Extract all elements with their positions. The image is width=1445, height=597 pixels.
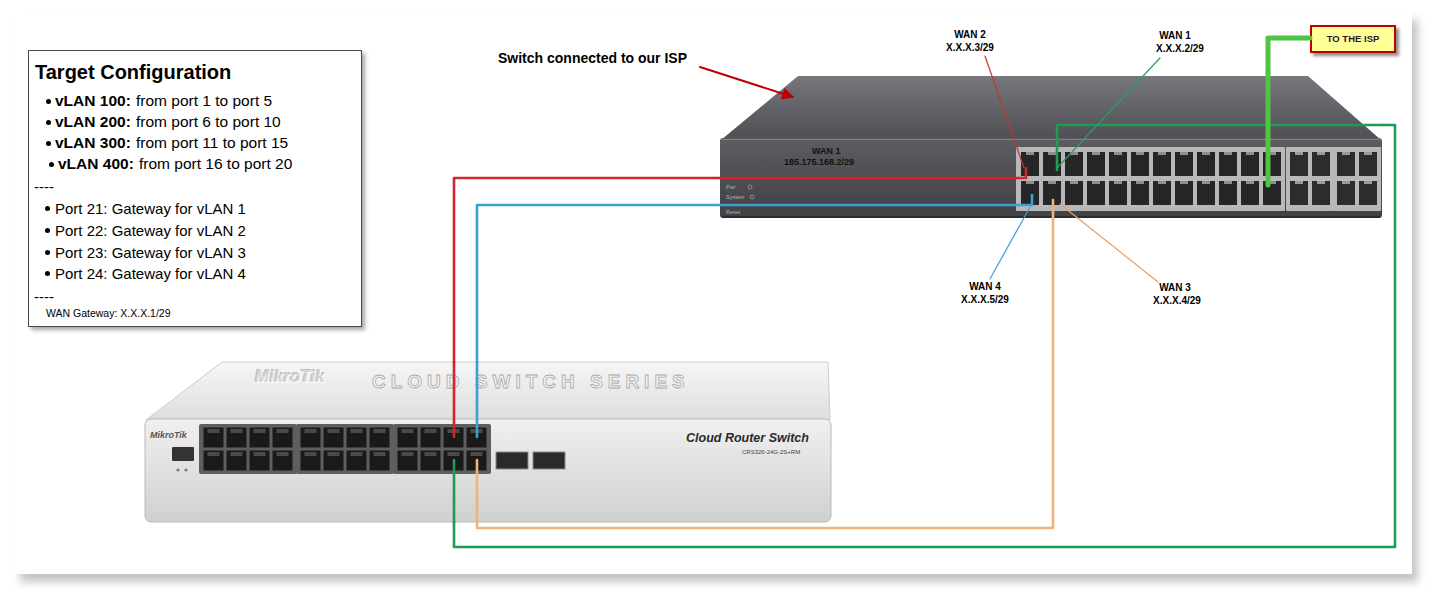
leader-line	[1060, 204, 1158, 282]
port-panel	[1016, 147, 1285, 211]
patch-cable	[1268, 38, 1310, 72]
node-text: ----	[34, 178, 54, 195]
node-text: WAN 1	[812, 146, 841, 156]
switch-top-face	[721, 76, 1381, 140]
node-text: Port 24: Gateway for vLAN 4	[55, 265, 246, 282]
annotation: WAN 4	[969, 281, 1001, 293]
bullet-dot	[46, 99, 51, 104]
port-block	[296, 424, 394, 474]
cable-stub	[720, 195, 1032, 205]
switch-front-face	[720, 138, 1382, 218]
router-top-face	[146, 362, 830, 420]
callout-arrow	[700, 67, 793, 97]
status-led	[176, 468, 179, 471]
node-text: 185.175.168.2/29	[784, 157, 854, 167]
port-panel	[1333, 147, 1381, 211]
patch-cable	[454, 178, 720, 362]
ethernet-ports	[202, 426, 294, 472]
node-text: MikroTik	[150, 430, 187, 440]
node-text: Port 23: Gateway for vLAN 3	[55, 244, 246, 261]
annotation: WAN 2	[954, 29, 986, 41]
bullet-dot	[45, 228, 50, 233]
node-text: vLAN 100:	[55, 92, 131, 110]
node-text: CRS326-24G-2S+RM	[742, 449, 800, 456]
cloud-router-switch: MikroTikCLOUD SWITCH SERIESMikroTikCloud…	[145, 362, 831, 522]
node-text: CLOUD SWITCH SERIES	[372, 371, 690, 393]
node-text: vLAN 200:	[55, 113, 131, 131]
router-front-face	[145, 419, 831, 522]
leader-line	[990, 207, 1030, 279]
annotation: WAN 3	[1159, 282, 1191, 294]
ethernet-ports	[299, 426, 391, 472]
node-text: System	[726, 194, 744, 200]
ethernet-ports	[1019, 150, 1283, 208]
node-text: ----	[34, 288, 54, 305]
bullet-dot	[46, 120, 51, 125]
bullet-dot	[45, 271, 50, 276]
leader-line	[985, 56, 1024, 168]
cable-stub	[476, 362, 479, 437]
frame	[12, 12, 1412, 574]
port-panel	[1286, 147, 1334, 211]
config-panel: Target Configuration vLAN 100: from port 1…	[28, 50, 362, 327]
status-led	[750, 195, 754, 199]
bullet-dot	[46, 141, 51, 146]
status-led	[748, 185, 752, 189]
switch-bottom-edge	[722, 216, 1380, 218]
node-text: from port 6 to port 10	[136, 113, 281, 131]
bullet-dot	[49, 162, 54, 167]
patch-cable	[454, 125, 1395, 547]
patch-cable	[477, 220, 1053, 528]
combo-ports	[1288, 150, 1332, 208]
cable-stub	[1266, 72, 1271, 185]
node-text: Reset	[726, 209, 740, 215]
node-text: MikroTik	[255, 367, 325, 387]
node-text: Cloud Router Switch	[686, 431, 809, 445]
isp-switch: WAN 1185.175.168.2/29PwrSystemReset	[720, 72, 1382, 220]
annotation: Switch connected to our ISP	[498, 50, 687, 66]
cable-stub	[1057, 125, 1382, 170]
switch-bevel	[721, 139, 1381, 140]
annotation: X.X.X.2/29	[1156, 43, 1204, 55]
cable-stub	[1052, 200, 1055, 220]
cable-stub	[720, 168, 1026, 178]
node-text: Target Configuration	[35, 61, 231, 84]
cable-stub	[453, 460, 456, 522]
node-text: from port 1 to port 5	[136, 92, 272, 110]
annotation: WAN 1	[1159, 30, 1191, 42]
annotation: X.X.X.4/29	[1153, 295, 1201, 307]
console-port	[172, 447, 194, 461]
node-text: vLAN 300:	[55, 134, 131, 152]
cable-stub	[453, 362, 456, 437]
node-text: WAN Gateway: X.X.X.1/29	[46, 307, 171, 319]
cable-stub	[476, 460, 479, 522]
status-led	[184, 468, 187, 471]
sfp-cage	[496, 452, 528, 469]
node-text: Pwr	[726, 184, 735, 190]
port-block	[199, 424, 297, 474]
sfp-cage	[533, 452, 565, 469]
annotation: X.X.X.3/29	[946, 42, 994, 54]
port-block	[393, 424, 491, 474]
node-text: from port 16 to port 20	[139, 155, 292, 173]
ethernet-ports	[396, 426, 488, 472]
node-text: from port 11 to port 15	[136, 134, 288, 152]
node-text: Port 21: Gateway for vLAN 1	[55, 200, 246, 217]
annotation: X.X.X.5/29	[961, 294, 1009, 306]
bullet-dot	[45, 250, 50, 255]
leader-line	[1057, 58, 1160, 168]
combo-ports	[1335, 150, 1379, 208]
isp-uplink-box: TO THE ISP	[1310, 25, 1396, 53]
bullet-dot	[45, 206, 50, 211]
node-text: Port 22: Gateway for vLAN 2	[55, 222, 246, 239]
patch-cable	[477, 205, 720, 362]
node-text: TO THE ISP	[1326, 34, 1380, 44]
node-text: vLAN 400:	[58, 155, 134, 173]
